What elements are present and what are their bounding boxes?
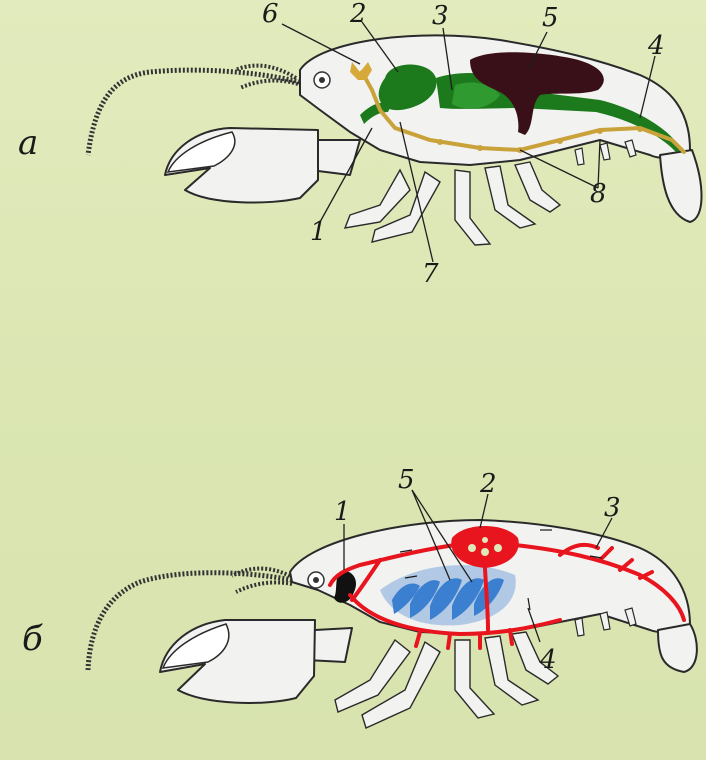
- label-a-5: 5: [542, 3, 559, 33]
- label-a-7: 7: [422, 259, 439, 289]
- figure-b: [88, 490, 697, 728]
- label-b-5: 5: [398, 465, 415, 495]
- figure-a: [88, 22, 702, 262]
- figure-a-letter: а: [18, 123, 38, 163]
- label-b-2: 2: [479, 469, 497, 499]
- label-a-3: 3: [432, 1, 449, 31]
- label-b-1: 1: [334, 497, 351, 527]
- label-a-1: 1: [310, 217, 327, 247]
- antennule-a2: [240, 81, 298, 88]
- label-a-2: 2: [349, 0, 367, 29]
- tail-fan-a: [660, 150, 702, 222]
- label-b-4: 4: [539, 645, 557, 675]
- figure-b-letter: б: [22, 619, 43, 659]
- label-a-6: 6: [262, 0, 279, 29]
- antennule-b2: [236, 582, 292, 592]
- tail-fan-b: [658, 624, 697, 672]
- antennule-b: [232, 569, 290, 577]
- label-b-3: 3: [604, 493, 621, 523]
- label-a-4: 4: [647, 31, 665, 61]
- label-a-8: 8: [590, 179, 607, 209]
- walking-legs-a: [345, 162, 560, 245]
